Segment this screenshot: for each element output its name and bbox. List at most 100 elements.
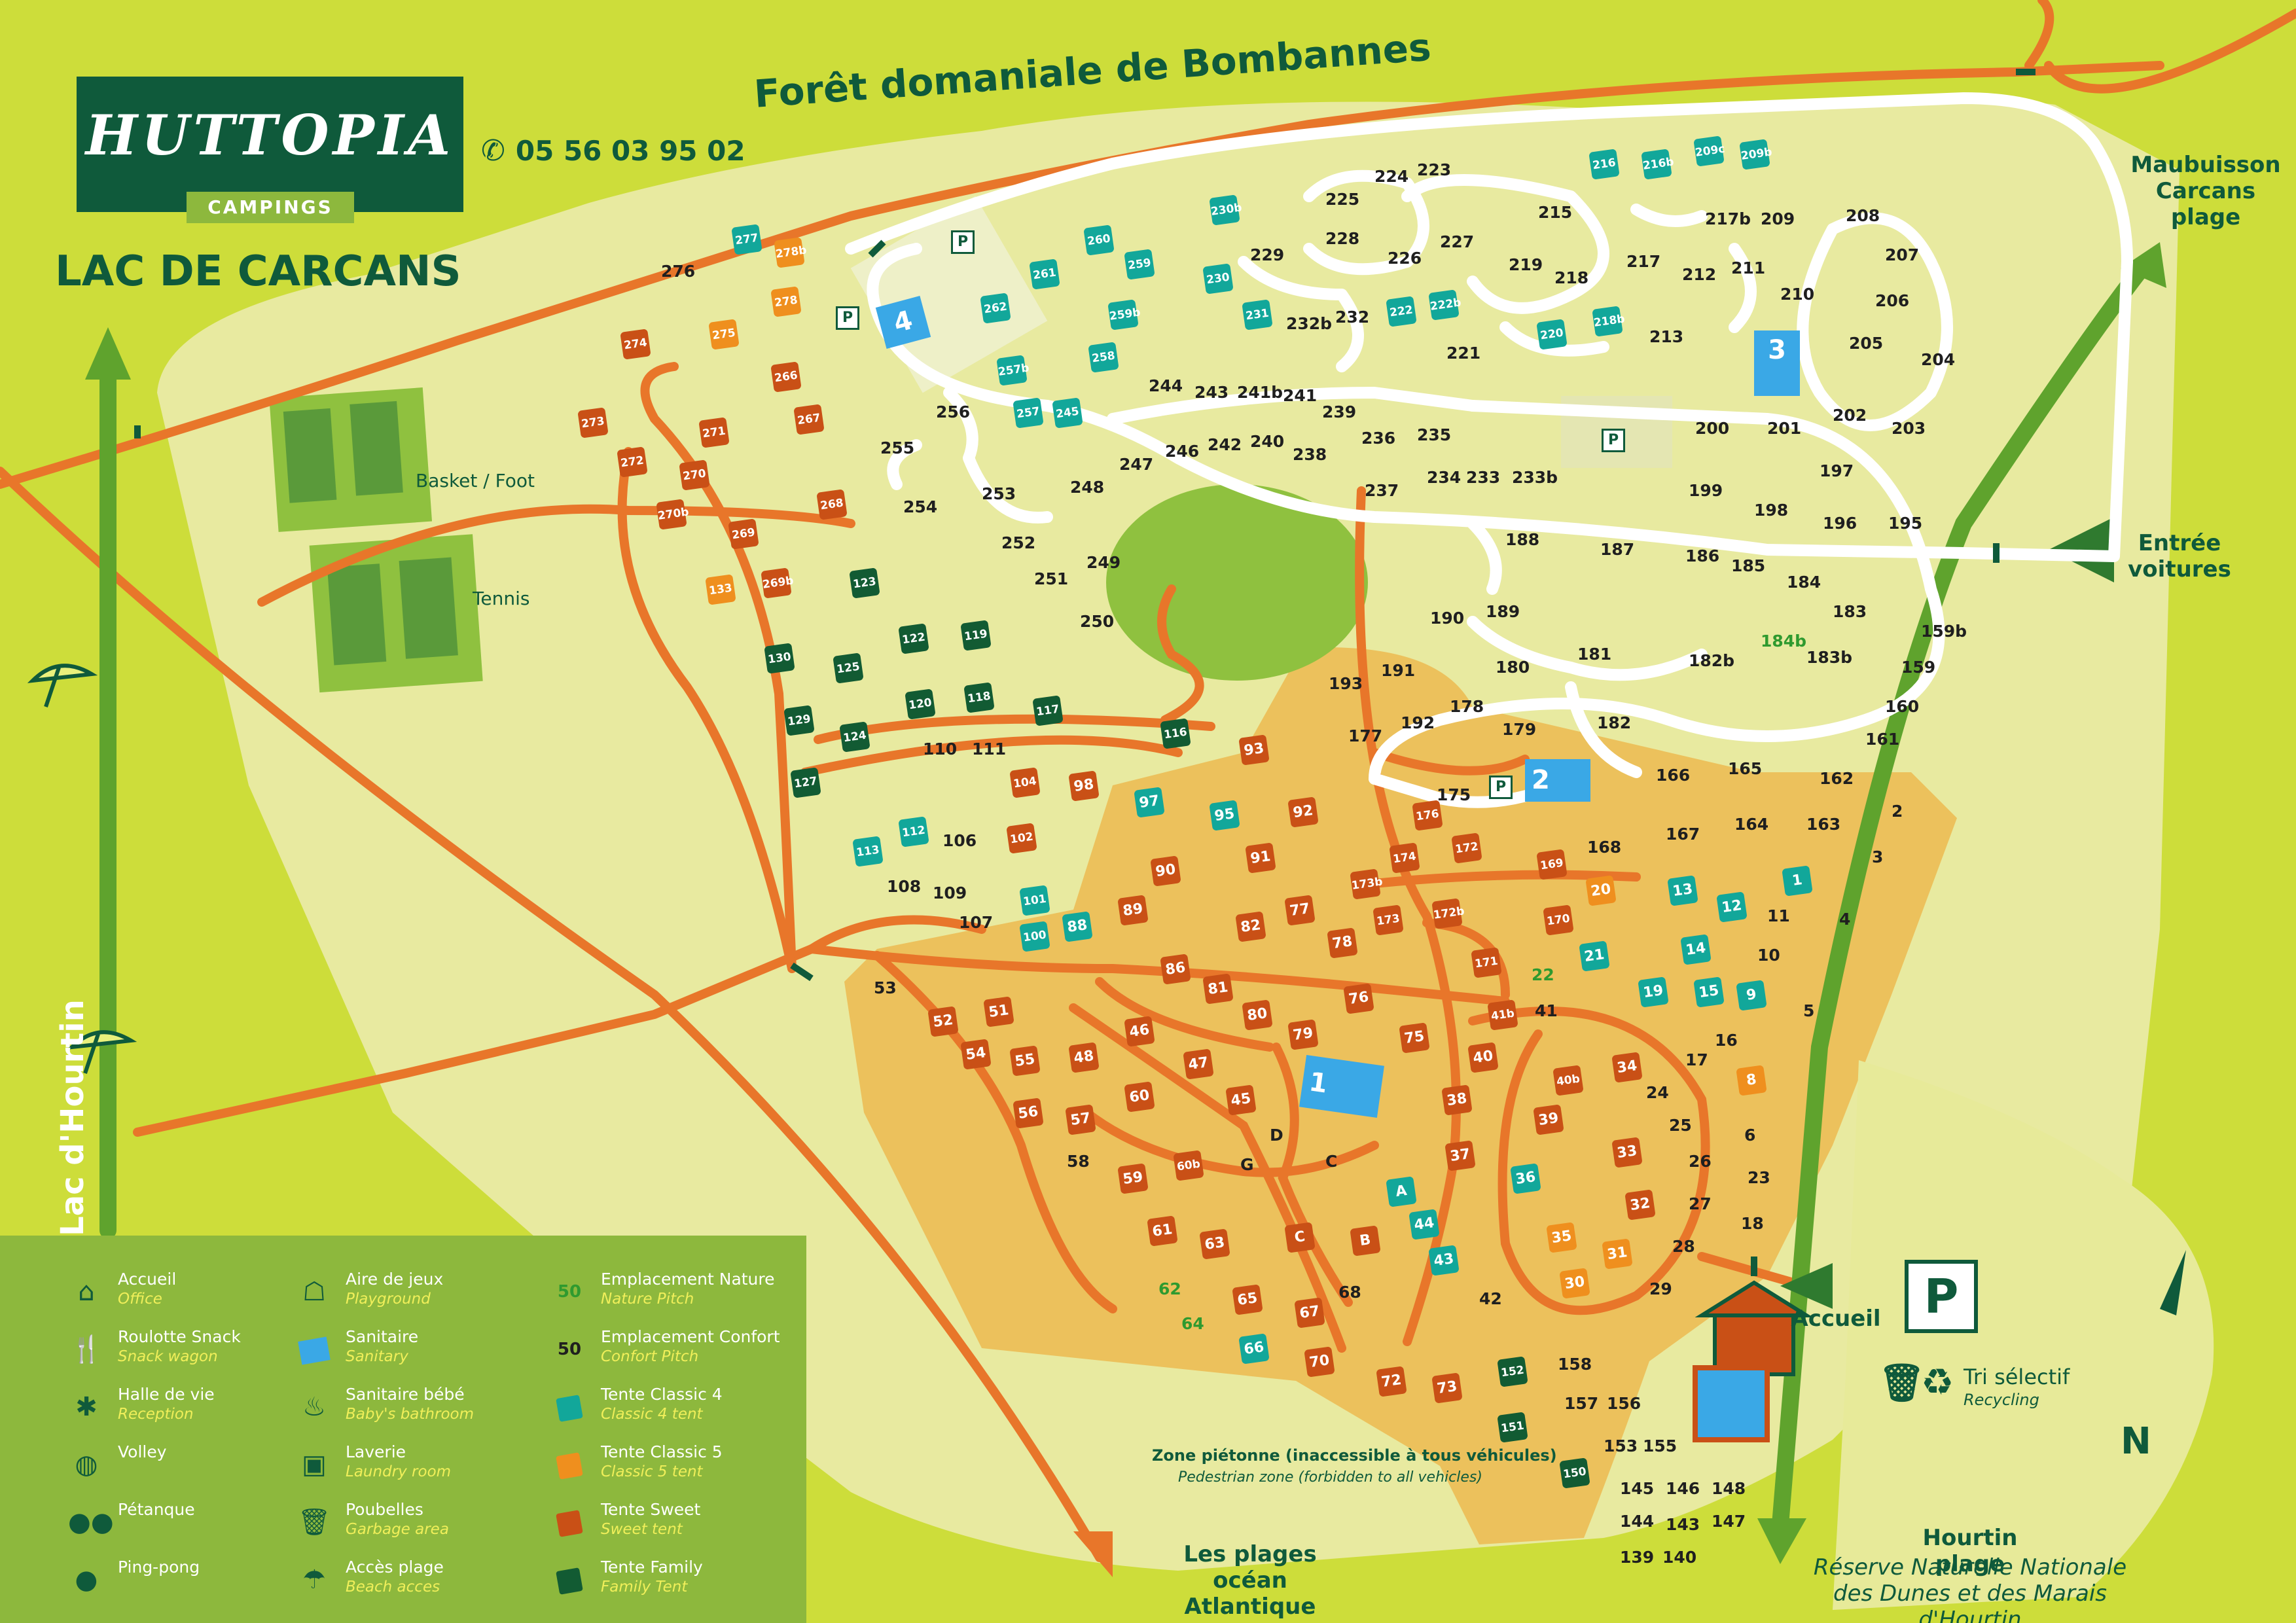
tent-classic4: 216b (1641, 149, 1675, 180)
confort-pitch: 187 (1600, 540, 1635, 559)
tent-classic4: 21 (1579, 940, 1610, 972)
brand-subtitle: CAMPINGS (187, 192, 354, 223)
confort-pitch: 240 (1250, 432, 1285, 451)
confort-pitch: 226 (1388, 249, 1422, 268)
confort-pitch: 191 (1381, 661, 1416, 680)
confort-pitch: 217 (1626, 252, 1661, 271)
tent-sweet: 73 (1431, 1372, 1463, 1404)
tent-classic4: 101 (1019, 885, 1050, 916)
tent-classic5-icon (551, 1446, 588, 1483)
tent-sweet: C (1284, 1222, 1316, 1253)
confort-pitch: 247 (1119, 455, 1154, 474)
confort-pitch: 175 (1437, 785, 1471, 804)
confort-pitch: 183b (1806, 648, 1853, 667)
confort-pitch: 251 (1034, 569, 1069, 588)
confort-pitch: 180 (1496, 658, 1530, 677)
confort-pitch: 199 (1689, 481, 1723, 500)
tent-sweet: 34 (1611, 1052, 1643, 1083)
confort-pitch: 4 (1839, 910, 1851, 929)
confort-pitch: 208 (1846, 206, 1880, 225)
confort-pitch: 252 (1001, 533, 1036, 552)
legend-label: Ping-pong (118, 1558, 200, 1577)
legend-sublabel: Snack wagon (118, 1348, 218, 1365)
confort-pitch: 228 (1325, 229, 1360, 248)
confort-pitch: 23 (1748, 1168, 1770, 1187)
tent-classic4: 222 (1386, 296, 1417, 327)
confort-pitch: 17 (1685, 1050, 1708, 1069)
confort-pitch: 212 (1682, 265, 1717, 284)
tent-classic4: 230 (1202, 263, 1234, 294)
recycling-icon: ♻ (1921, 1361, 1954, 1404)
confort-pitch: 237 (1365, 481, 1399, 500)
confort-pitch: 219 (1509, 255, 1543, 274)
legend-label: Laverie (346, 1442, 406, 1461)
legend-sublabel: Playground (346, 1291, 431, 1308)
sanitary-icon (296, 1331, 332, 1368)
playground-icon: ☖ (302, 1277, 326, 1307)
confort-pitch: 215 (1538, 203, 1573, 222)
legend-sublabel: Nature Pitch (601, 1291, 694, 1308)
confort-pitch: 241b (1237, 383, 1283, 402)
confort-pitch: 206 (1875, 291, 1910, 310)
legend-pitch-number: 50 (557, 1282, 582, 1302)
confort-pitch: 177 (1348, 726, 1383, 745)
confort-pitch: 108 (887, 877, 922, 896)
confort-pitch: 184 (1787, 573, 1821, 592)
legend-sublabel: Office (118, 1291, 162, 1308)
legend-label: Sanitaire bébé (346, 1385, 465, 1404)
cutlery-icon: 🍴 (70, 1334, 103, 1364)
tent-sweet: 70 (1304, 1346, 1335, 1378)
confort-pitch: 224 (1374, 167, 1409, 186)
sanitary-block: 2 (1525, 759, 1590, 802)
confort-pitch: 213 (1649, 327, 1684, 346)
phone-number: ✆05 56 03 95 02 (481, 134, 745, 168)
tent-classic4: 261 (1029, 259, 1060, 290)
confort-pitch: 242 (1208, 435, 1242, 454)
confort-pitch: 217b (1705, 209, 1751, 228)
confort-pitch: 159 (1901, 658, 1936, 677)
confort-pitch: 29 (1649, 1279, 1672, 1298)
confort-pitch: 68 (1338, 1283, 1361, 1302)
confort-pitch: 221 (1446, 344, 1481, 363)
confort-pitch: 225 (1325, 190, 1360, 209)
tent-sweet: 45 (1225, 1084, 1257, 1116)
recycle-sub-label: Recycling (1964, 1391, 2039, 1409)
tent-classic4: 258 (1088, 342, 1119, 373)
confort-pitch: D (1270, 1126, 1283, 1145)
confort-pitch: 232 (1335, 308, 1370, 327)
confort-pitch: 255 (880, 438, 915, 457)
legend-label: Volley (118, 1442, 167, 1461)
tent-sweet: 174 (1389, 842, 1420, 874)
tent-sweet: 98 (1068, 770, 1100, 802)
confort-pitch: 210 (1780, 285, 1815, 304)
tent-sweet: 82 (1235, 911, 1266, 942)
tent-family: 117 (1032, 695, 1064, 726)
legend-label: Sanitaire (346, 1327, 419, 1346)
confort-pitch: 229 (1250, 245, 1285, 264)
legend-label: Pétanque (118, 1500, 195, 1519)
tent-family: 152 (1497, 1356, 1528, 1387)
house-icon: ⌂ (78, 1277, 95, 1307)
legend-label: Tente Classic 5 (601, 1442, 723, 1461)
confort-pitch: 201 (1767, 419, 1802, 438)
legend-sublabel: Sanitary (346, 1348, 408, 1365)
tent-sweet: 93 (1238, 734, 1270, 766)
parking-sign: P (1905, 1260, 1978, 1333)
nature-pitch: 62 (1158, 1279, 1181, 1298)
confort-pitch: 143 (1666, 1515, 1700, 1534)
confort-pitch: 5 (1803, 1001, 1815, 1020)
tent-classic4: 260 (1083, 224, 1115, 256)
legend-label: Accueil (118, 1270, 177, 1289)
brand-logo: HUTTOPIA CAMPINGS (77, 77, 463, 223)
tent-classic4: 218b (1592, 306, 1626, 337)
tent-classic4: 14 (1680, 934, 1712, 965)
parking-small: P (1602, 429, 1625, 452)
tent-sweet: 273 (577, 407, 609, 438)
tent-classic5: 278 (770, 286, 802, 317)
tent-sweet: 91 (1245, 842, 1276, 874)
